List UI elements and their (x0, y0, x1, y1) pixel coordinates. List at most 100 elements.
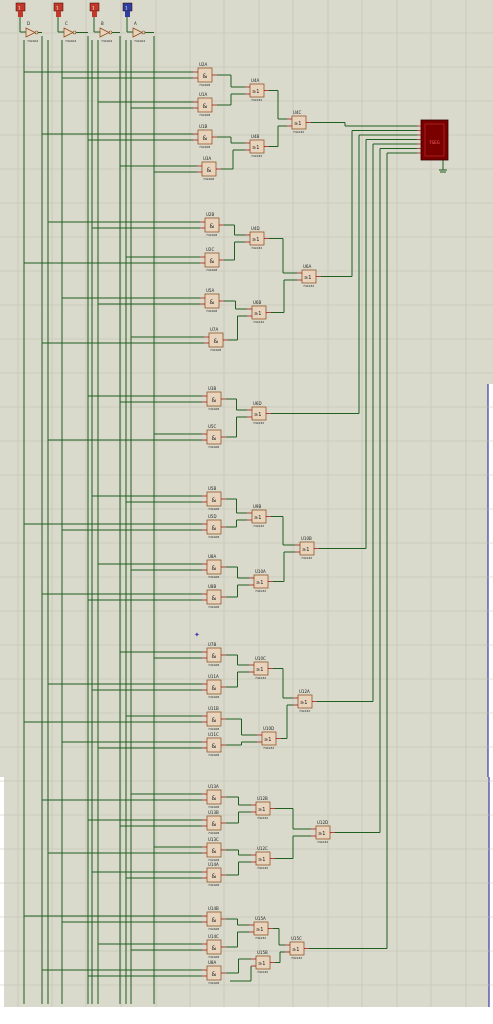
or-gate-symbol: ≥1 (258, 961, 265, 967)
or-gate-part: 74LS32 (253, 421, 264, 425)
or-gate-symbol: ≥1 (256, 667, 263, 673)
or-gate-symbol: ≥1 (256, 927, 263, 933)
probe-d[interactable]: 1 (15, 2, 26, 17)
seven-segment-display[interactable]: 7SEG (417, 119, 449, 161)
inverter-label: A (134, 21, 137, 26)
and-gate-ref: U13A (208, 784, 219, 789)
and-gate-ref: U2C (206, 247, 214, 252)
probe-a[interactable]: 1 (122, 2, 133, 17)
or-gate-symbol: ≥1 (252, 89, 259, 95)
and-gate-part: 74LS08 (208, 831, 219, 835)
and-gate-ref: U2B (206, 212, 214, 217)
and-gate-part: 74LS08 (208, 605, 219, 609)
or-gate-symbol: ≥1 (256, 580, 263, 586)
and-gate-ref: U2A (199, 62, 207, 67)
or-gate-part: 74LS32 (303, 284, 314, 288)
probe-b[interactable]: 1 (89, 2, 100, 17)
inverter-label: D (27, 21, 30, 26)
or-gate-ref: U12A (299, 689, 310, 694)
or-gate-part: 74LS32 (257, 816, 268, 820)
and-gate-ref: U8A (208, 554, 216, 559)
and-gate-ref: U11B (208, 706, 219, 711)
or-gate-ref: U4D (251, 226, 260, 231)
and-gate-part: 74LS08 (206, 268, 217, 272)
or-gate-part: 74LS32 (251, 246, 262, 250)
inverter-body (63, 27, 74, 38)
and-gate-part: 74LS08 (210, 348, 221, 352)
or-gate-symbol: ≥1 (254, 311, 261, 317)
and-gate-ref: U3A (203, 156, 211, 161)
inverter-part: 74LS04 (101, 39, 112, 43)
display-body[interactable] (420, 119, 449, 161)
and-gate-part: 74LS08 (199, 145, 210, 149)
and-gate-part: 74LS08 (206, 233, 217, 237)
or-gate-ref: U15C (291, 936, 302, 941)
or-gate-ref: U12C (257, 846, 268, 851)
or-gate-symbol: ≥1 (302, 547, 309, 553)
or-gate-symbol: ≥1 (252, 145, 259, 151)
or-gate-symbol: ≥1 (254, 515, 261, 521)
and-gate-ref: U5C (208, 424, 216, 429)
probe-tip (125, 11, 130, 17)
and-gate-part: 74LS08 (199, 113, 210, 117)
probe-c[interactable]: 1 (53, 2, 64, 17)
and-gate-symbol: & (210, 299, 215, 306)
inverter-body (132, 27, 143, 38)
probe-state: 1 (56, 6, 59, 11)
and-gate-part: 74LS08 (208, 883, 219, 887)
and-gate-symbol: & (212, 917, 217, 924)
or-gate-part: 74LS32 (317, 840, 328, 844)
or-gate-ref: U6D (253, 401, 262, 406)
and-gate-part: 74LS08 (208, 981, 219, 985)
